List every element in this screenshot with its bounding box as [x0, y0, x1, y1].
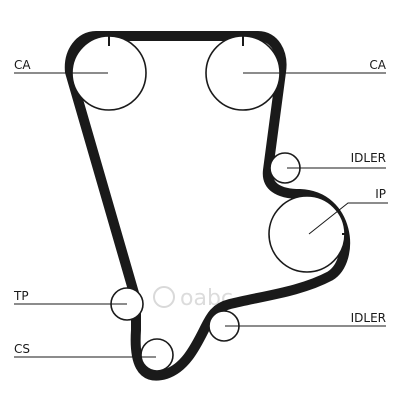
label-ca-right: CA	[369, 58, 386, 72]
label-tp: TP	[13, 289, 29, 303]
label-ip: IP	[375, 187, 386, 201]
watermark-emblem	[153, 286, 175, 308]
label-idler-top: IDLER	[351, 151, 386, 165]
injection-pump-pulley	[268, 195, 346, 273]
leader-ip	[308, 202, 388, 235]
crankshaft-pulley	[140, 338, 174, 372]
label-idler-bottom: IDLER	[351, 311, 386, 325]
label-cs: CS	[14, 342, 30, 356]
label-ca-left: CA	[14, 58, 31, 72]
timing-belt	[64, 31, 351, 381]
